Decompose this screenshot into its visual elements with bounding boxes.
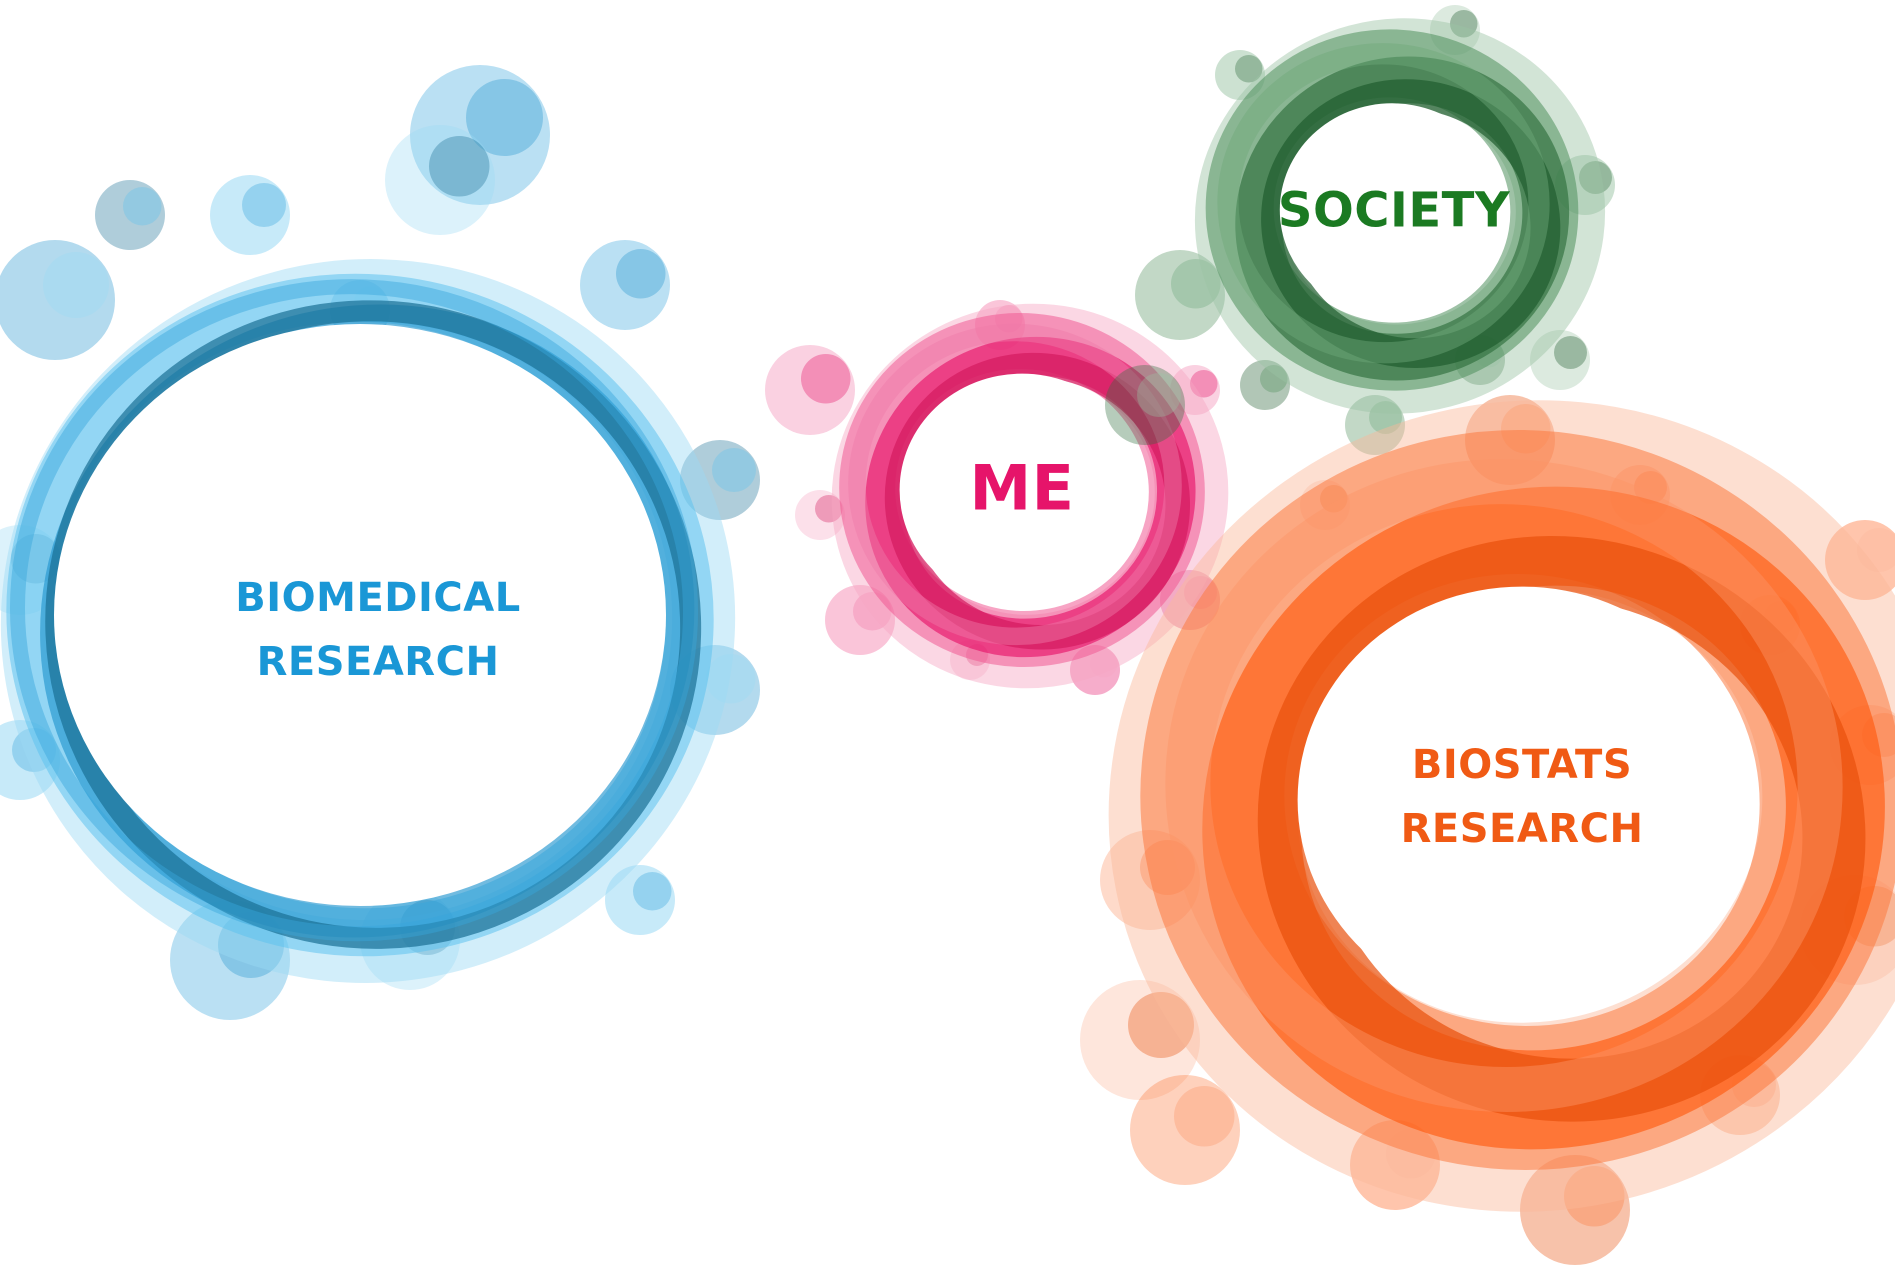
me-ring-graphic <box>765 300 1229 695</box>
biostats-ring-graphic <box>1080 395 1895 1265</box>
biomedical-label-line-1: BIOMEDICAL <box>235 575 521 621</box>
biomedical-ring-graphic <box>0 65 760 1020</box>
me-label: ME <box>969 438 1074 537</box>
society-label: SOCIETY <box>1278 173 1510 250</box>
biomedical-label-line-2: RESEARCH <box>256 639 500 685</box>
biostats-label-line-1: BIOSTATS <box>1411 742 1633 788</box>
biostats-label-line-2: RESEARCH <box>1400 806 1644 852</box>
biomedical-research-label: BIOMEDICAL RESEARCH <box>235 566 520 694</box>
biostats-research-label: BIOSTATS RESEARCH <box>1401 733 1644 861</box>
me-label-line-1: ME <box>969 451 1075 525</box>
society-ring-graphic <box>1105 5 1615 455</box>
society-label-line-1: SOCIETY <box>1277 182 1511 239</box>
